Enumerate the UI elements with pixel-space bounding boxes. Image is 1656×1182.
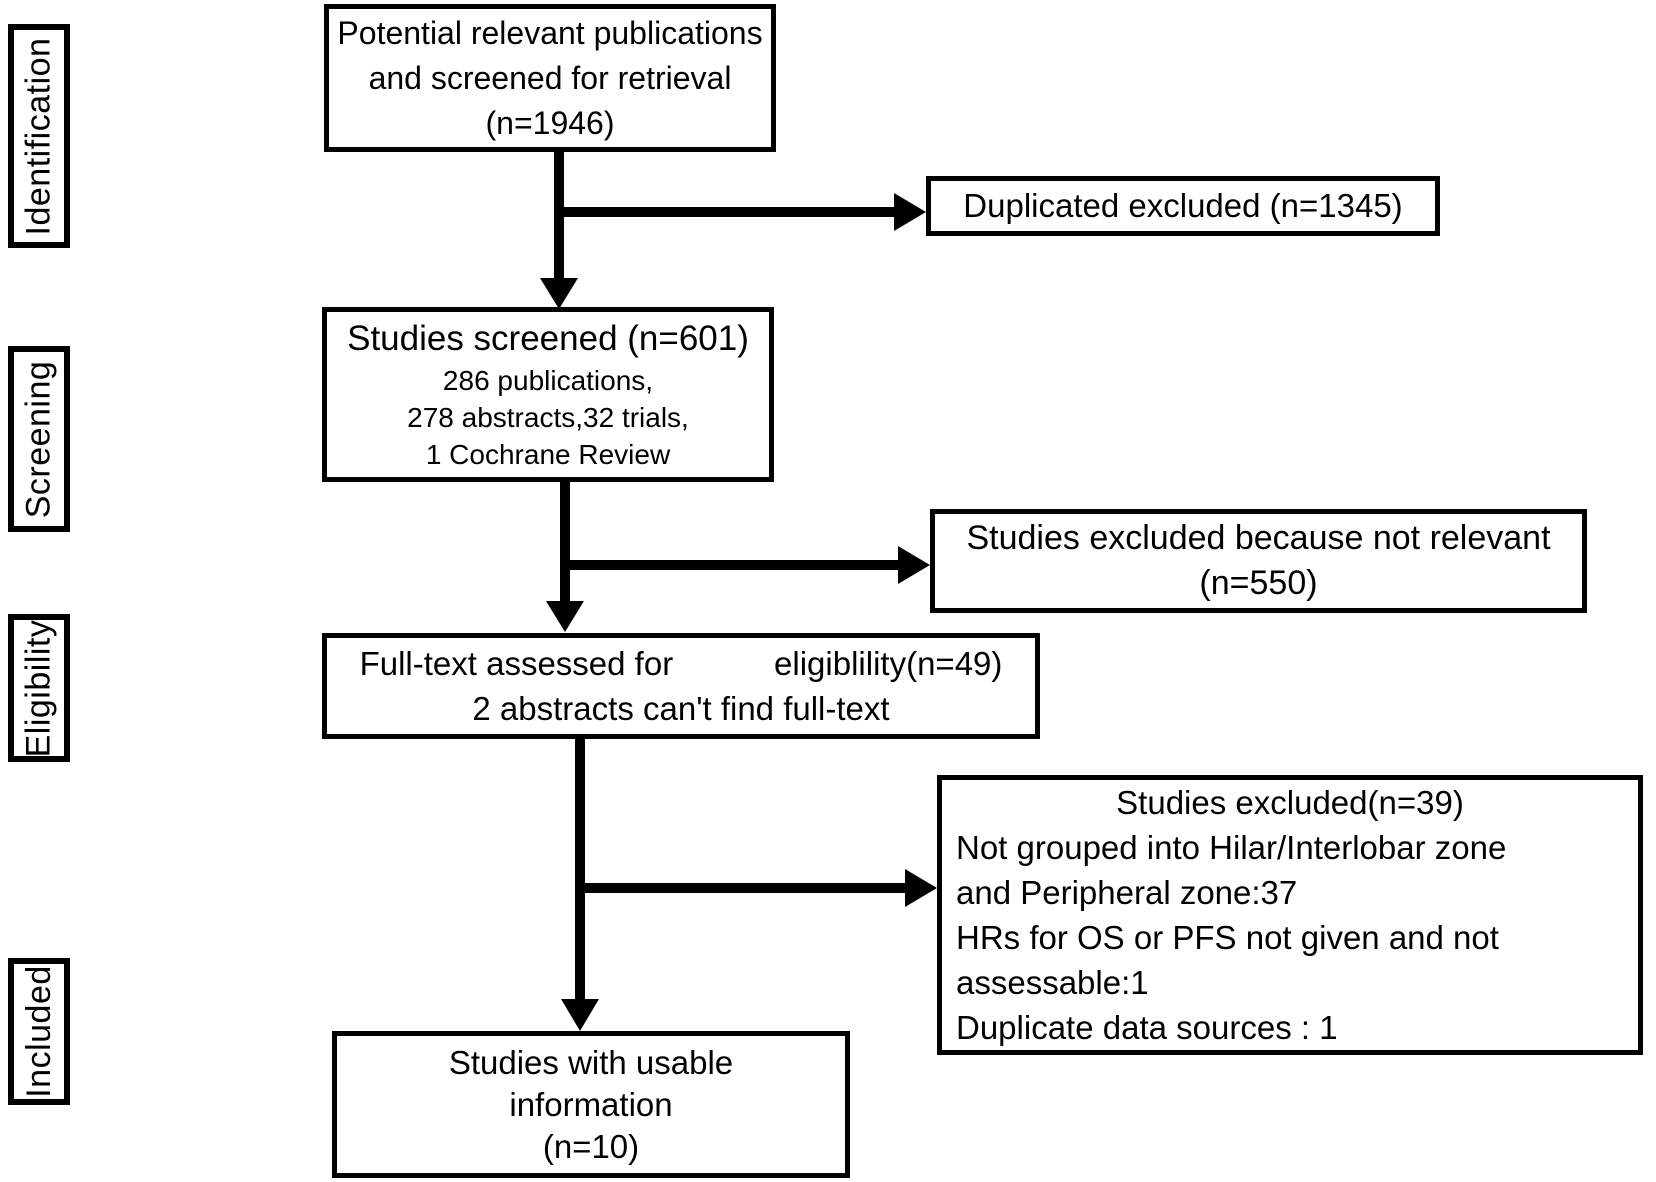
studies-screened-detail-2: 278 abstracts,32 trials,: [407, 402, 689, 433]
arrow-right-to-duplicated-excluded-icon: [559, 193, 926, 231]
stage-label-identification-text: Identification: [19, 37, 58, 235]
studies-screened-title: Studies screened (n=601): [347, 319, 749, 358]
arrow-head: [898, 546, 930, 584]
excluded-duplicates-box: Duplicated excluded (n=1345): [926, 176, 1440, 236]
arrow-head: [546, 601, 584, 632]
arrow-down-identification-to-screening-icon: [540, 150, 578, 309]
stage-label-eligibility-text: Eligibility: [19, 619, 58, 757]
excluded-fulltext-title: Studies excluded(n=39): [1116, 784, 1464, 821]
stage-label-included-text: Included: [19, 965, 58, 1098]
arrow-head: [540, 278, 578, 309]
arrow-head: [894, 193, 926, 231]
excluded-fulltext-reason-4: assessable:1: [956, 964, 1149, 1001]
excluded-fulltext-reason-3: HRs for OS or PFS not given and not: [956, 919, 1499, 956]
identified-records-box: Potential relevant publications and scre…: [324, 4, 776, 152]
fulltext-assessed-line-2: 2 abstracts can't find full-text: [472, 690, 890, 727]
excluded-not-relevant-box: Studies excluded because not relevant (n…: [930, 509, 1587, 613]
arrow-down-screening-to-eligibility-icon: [546, 480, 584, 632]
excluded-not-relevant-line-1: Studies excluded because not relevant: [966, 519, 1551, 557]
studies-screened-detail-1: 286 publications,: [442, 365, 654, 396]
included-studies-line-1: Studies with usable: [448, 1043, 734, 1081]
stage-label-eligibility: Eligibility: [8, 614, 70, 762]
stage-label-screening: Screening: [8, 346, 70, 532]
excluded-fulltext-reason-5: Duplicate data sources : 1: [956, 1009, 1338, 1046]
included-studies-line-2: information: [509, 1085, 673, 1123]
arrow-head: [561, 999, 599, 1031]
stage-label-identification: Identification: [8, 24, 70, 248]
included-studies-box: Studies with usable information (n=10): [332, 1031, 850, 1178]
arrow-right-to-not-relevant-icon: [565, 546, 930, 584]
included-studies-count: (n=10): [542, 1127, 640, 1165]
identified-records-count: (n=1946): [485, 104, 615, 141]
arrow-down-eligibility-to-included-icon: [561, 737, 599, 1031]
arrow-right-to-fulltext-excluded-icon: [580, 869, 937, 907]
excluded-fulltext-reason-2: and Peripheral zone:37: [956, 874, 1298, 911]
stage-label-included: Included: [8, 958, 70, 1105]
studies-screened-box: Studies screened (n=601) 286 publication…: [322, 307, 774, 482]
fulltext-assessed-box: Full-text assessed for eligiblility(n=49…: [322, 633, 1040, 739]
identified-records-line-2: and screened for retrieval: [368, 59, 732, 96]
studies-screened-detail-3: 1 Cochrane Review: [425, 439, 671, 470]
fulltext-assessed-line-1: Full-text assessed for eligiblility(n=49…: [359, 645, 1003, 682]
excluded-not-relevant-count: (n=550): [1199, 564, 1318, 602]
excluded-duplicates-text: Duplicated excluded (n=1345): [963, 187, 1403, 224]
excluded-fulltext-reason-1: Not grouped into Hilar/Interlobar zone: [956, 829, 1507, 866]
excluded-fulltext-box: Studies excluded(n=39) Not grouped into …: [937, 775, 1643, 1055]
arrow-head: [905, 869, 937, 907]
identified-records-line-1: Potential relevant publications: [337, 14, 763, 51]
stage-label-screening-text: Screening: [19, 360, 58, 518]
